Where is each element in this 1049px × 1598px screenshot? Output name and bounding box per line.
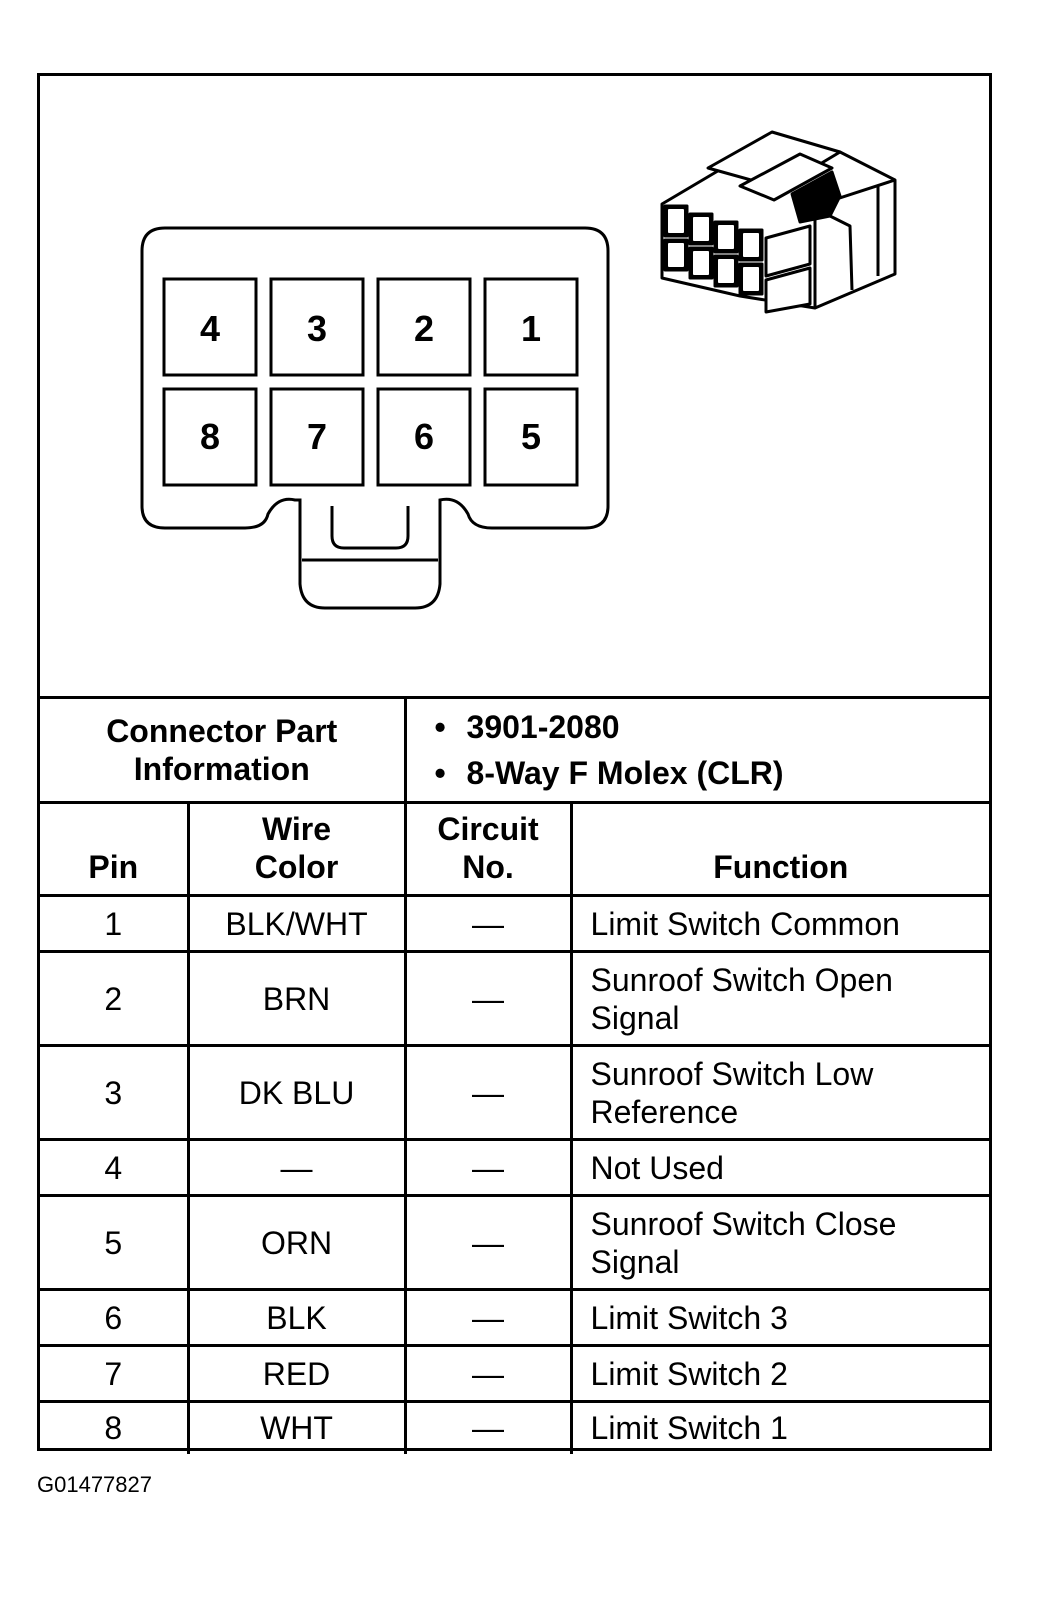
function-cell: Not Used — [569, 1138, 990, 1197]
circuit-cell: — — [403, 1138, 573, 1197]
table-row: 8 WHT — Limit Switch 1 — [40, 1400, 990, 1454]
pin-box-7 — [269, 387, 365, 487]
pin-box-6 — [376, 387, 472, 487]
function-cell: Limit Switch 2 — [569, 1344, 990, 1403]
pin-cell: 2 — [40, 950, 190, 1047]
wire-color-cell: DK BLU — [186, 1044, 407, 1141]
pin-cell: 3 — [40, 1044, 190, 1141]
connector-face-svg: 4 3 2 1 8 7 6 5 — [140, 130, 897, 610]
connector-face-outline — [140, 226, 610, 610]
table-row: 7 RED — Limit Switch 2 — [40, 1344, 990, 1403]
circuit-cell: — — [403, 1044, 573, 1141]
wire-color-cell: WHT — [186, 1400, 407, 1454]
circuit-cell: — — [403, 894, 573, 953]
pin-label-2: 2 — [414, 308, 434, 349]
header-function: Function — [569, 801, 990, 897]
pin-box-5 — [483, 387, 579, 487]
part-description: 8-Way F Molex (CLR) — [435, 754, 990, 792]
pin-label-1: 1 — [521, 308, 541, 349]
connector-3d-illustration — [660, 130, 897, 314]
pin-cell: 6 — [40, 1288, 190, 1347]
connector-diagram: 4 3 2 1 8 7 6 5 — [40, 76, 989, 696]
function-cell: Limit Switch Common — [569, 894, 990, 953]
circuit-cell: — — [403, 950, 573, 1047]
pin-label-8: 8 — [200, 416, 220, 457]
wire-color-cell: BLK — [186, 1288, 407, 1347]
wire-color-cell: RED — [186, 1344, 407, 1403]
table-row: 1 BLK/WHT — Limit Switch Common — [40, 894, 990, 953]
circuit-cell: — — [403, 1400, 573, 1454]
connector-pinout-table: Connector Part Information 3901-2080 8-W… — [40, 696, 990, 1454]
pin-cell: 5 — [40, 1194, 190, 1291]
pin-box-1 — [483, 277, 579, 377]
header-pin: Pin — [40, 801, 190, 897]
connector-latch — [330, 506, 410, 550]
part-info-row: Connector Part Information 3901-2080 8-W… — [40, 696, 990, 804]
part-number: 3901-2080 — [435, 708, 990, 746]
wire-color-cell: — — [186, 1138, 407, 1197]
function-cell: Limit Switch 1 — [569, 1400, 990, 1454]
pin-box-3 — [269, 277, 365, 377]
pin-cell: 4 — [40, 1138, 190, 1197]
part-info-list: 3901-2080 8-Way F Molex (CLR) — [403, 696, 990, 804]
pin-box-4 — [162, 277, 258, 377]
pin-box-2 — [376, 277, 472, 377]
circuit-cell: — — [403, 1194, 573, 1291]
part-info-label: Connector Part Information — [40, 696, 407, 804]
pin-cell: 1 — [40, 894, 190, 953]
circuit-cell: — — [403, 1344, 573, 1403]
pin-label-7: 7 — [307, 416, 327, 457]
part-info-label-line2: Information — [133, 751, 310, 787]
part-info-label-line1: Connector Part — [106, 713, 338, 749]
pin-label-4: 4 — [200, 308, 220, 349]
connector-info-frame: 4 3 2 1 8 7 6 5 — [37, 73, 992, 1454]
pin-label-5: 5 — [521, 416, 541, 457]
pin-box-8 — [162, 387, 258, 487]
pin-cell: 7 — [40, 1344, 190, 1403]
wire-color-cell: BLK/WHT — [186, 894, 407, 953]
function-cell: Limit Switch 3 — [569, 1288, 990, 1347]
table-row: 6 BLK — Limit Switch 3 — [40, 1288, 990, 1347]
pin-label-6: 6 — [414, 416, 434, 457]
circuit-cell: — — [403, 1288, 573, 1347]
pin-label-3: 3 — [307, 308, 327, 349]
table-row: 4 — — Not Used — [40, 1138, 990, 1197]
figure-id: G01477827 — [37, 1472, 152, 1497]
wire-color-cell: BRN — [186, 950, 407, 1047]
pin-cell: 8 — [40, 1400, 190, 1454]
wire-color-cell: ORN — [186, 1194, 407, 1291]
